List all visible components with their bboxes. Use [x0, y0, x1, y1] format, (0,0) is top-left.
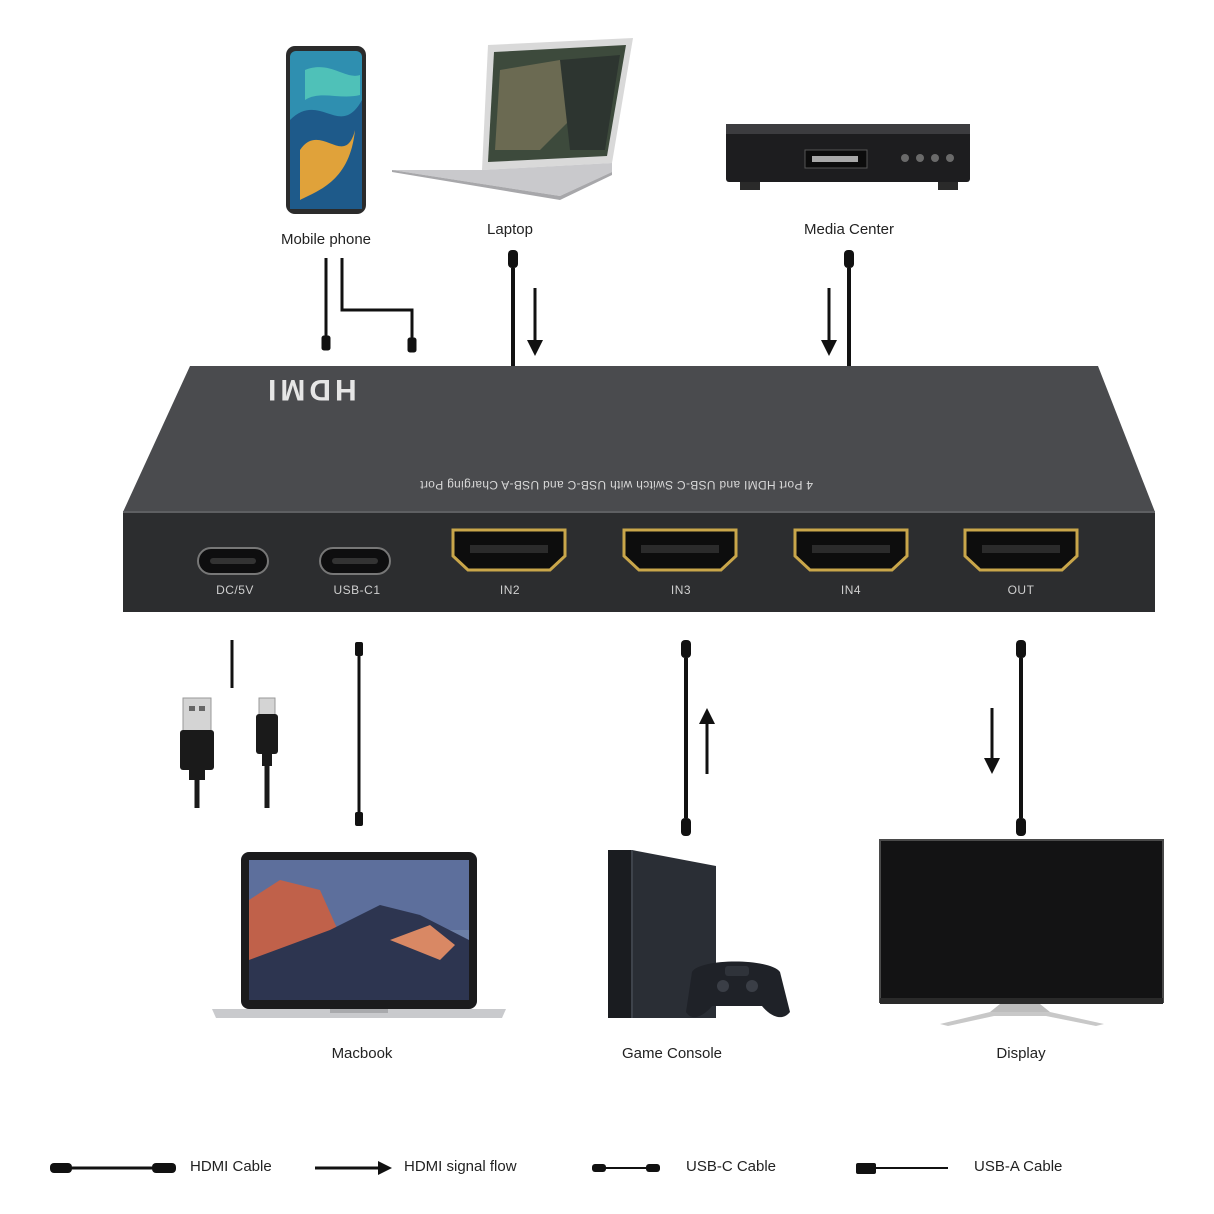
game-console-image: [608, 850, 790, 1018]
port-label-in4: IN4: [840, 583, 862, 597]
mobile-phone-image: [286, 46, 366, 214]
mobile-usb-c-cable: [321, 258, 417, 353]
legend-hdmi-cable-symbol: [50, 1163, 176, 1173]
label-media-center: Media Center: [803, 221, 895, 238]
port-label-usbc1: USB-C1: [333, 583, 381, 597]
macbook-usb-c-cable: [355, 642, 363, 826]
legend-usb-c-cable-symbol: [592, 1164, 660, 1172]
media-center-image: [726, 124, 970, 190]
display-hdmi-cable: [1016, 640, 1026, 836]
port-label-dc: DC/5V: [216, 583, 254, 597]
hub-logo: HDMI: [264, 373, 357, 406]
label-display: Display: [996, 1045, 1046, 1062]
dc-port: [197, 547, 269, 575]
hdmi-in4-port: [793, 528, 909, 572]
label-macbook: Macbook: [331, 1045, 393, 1062]
label-laptop: Laptop: [487, 221, 533, 238]
signal-flow-arrow-game-console: [699, 708, 715, 774]
label-mobile-phone: Mobile phone: [280, 231, 372, 248]
signal-flow-arrow-media-center: [821, 288, 837, 356]
port-label-in3: IN3: [670, 583, 692, 597]
legend-label-usb-c-cable: USB-C Cable: [686, 1158, 777, 1175]
legend-usb-a-cable-symbol: [856, 1163, 948, 1174]
legend-label-hdmi-signal-flow: HDMI signal flow: [404, 1158, 517, 1175]
display-image: [879, 839, 1164, 1026]
game-console-hdmi-cable: [681, 640, 691, 836]
port-label-in2: IN2: [499, 583, 521, 597]
hub-caption: 4 Port HDMI and USB-C Switch with USB-C …: [420, 478, 814, 492]
micro-usb-plug-image: [256, 697, 278, 808]
macbook-image: [212, 852, 506, 1018]
usb-c1-port: [319, 547, 391, 575]
signal-flow-arrow-display: [984, 708, 1000, 774]
legend-label-usb-a-cable: USB-A Cable: [974, 1158, 1063, 1175]
signal-flow-arrow-laptop: [527, 288, 543, 356]
hdmi-out-port: [963, 528, 1079, 572]
hdmi-in2-port: [451, 528, 567, 572]
legend-label-hdmi-cable: HDMI Cable: [190, 1158, 272, 1175]
hdmi-in3-port: [622, 528, 738, 572]
usb-a-plug-image: [180, 697, 214, 808]
label-game-console: Game Console: [621, 1045, 723, 1062]
legend-signal-flow-symbol: [315, 1161, 392, 1175]
laptop-image: [392, 38, 633, 200]
port-label-out: OUT: [1007, 583, 1035, 597]
